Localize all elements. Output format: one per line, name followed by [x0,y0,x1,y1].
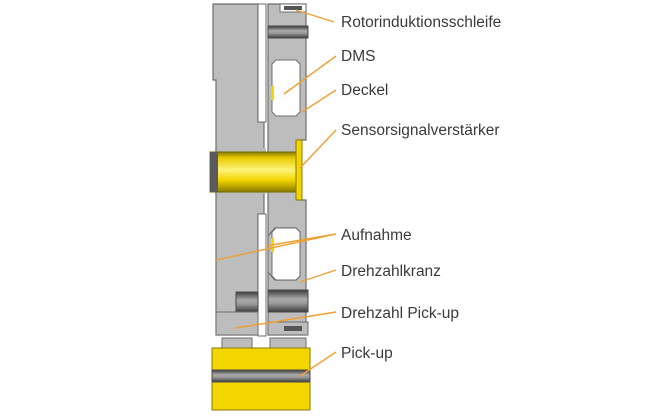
mount-upper [212,3,265,151]
label-speed-ring: Drehzahlkranz [341,263,441,280]
shaft-end [210,152,218,192]
speed-pin [235,291,259,313]
rotor-loop-rod [267,25,309,39]
leader-amplifier [299,129,337,169]
label-amplifier: Sensorsignalverstärker [341,122,500,139]
pickup-tab-right [269,337,307,349]
label-speed-pickup: Drehzahl Pick-up [341,305,459,322]
leader-speed-pickup [235,311,337,329]
shaft [209,151,303,193]
leader-pickup [299,351,337,377]
leader-dms [283,55,337,95]
dms-pocket-upper [271,59,301,117]
leader-mount-1 [215,233,337,261]
leader-cover [301,89,337,113]
pickup-rod [211,369,311,383]
label-mount: Aufnahme [341,227,412,244]
speed-ring [267,289,309,313]
sensor-amplifier [295,139,303,201]
label-rotor-loop: Rotorinduktionsschleife [341,14,501,31]
label-dms: DMS [341,48,375,65]
dms-gauge-upper [271,86,274,100]
dms-pocket-lower [271,227,301,281]
leader-speed-ring [299,269,337,283]
label-pickup: Pick-up [341,345,393,362]
leader-mount-2 [265,233,337,247]
label-cover: Deckel [341,82,388,99]
lower-slot [257,213,267,337]
upper-slot [257,3,267,123]
leader-rotor-loop [295,9,335,23]
pickup-tab-left [221,337,253,349]
